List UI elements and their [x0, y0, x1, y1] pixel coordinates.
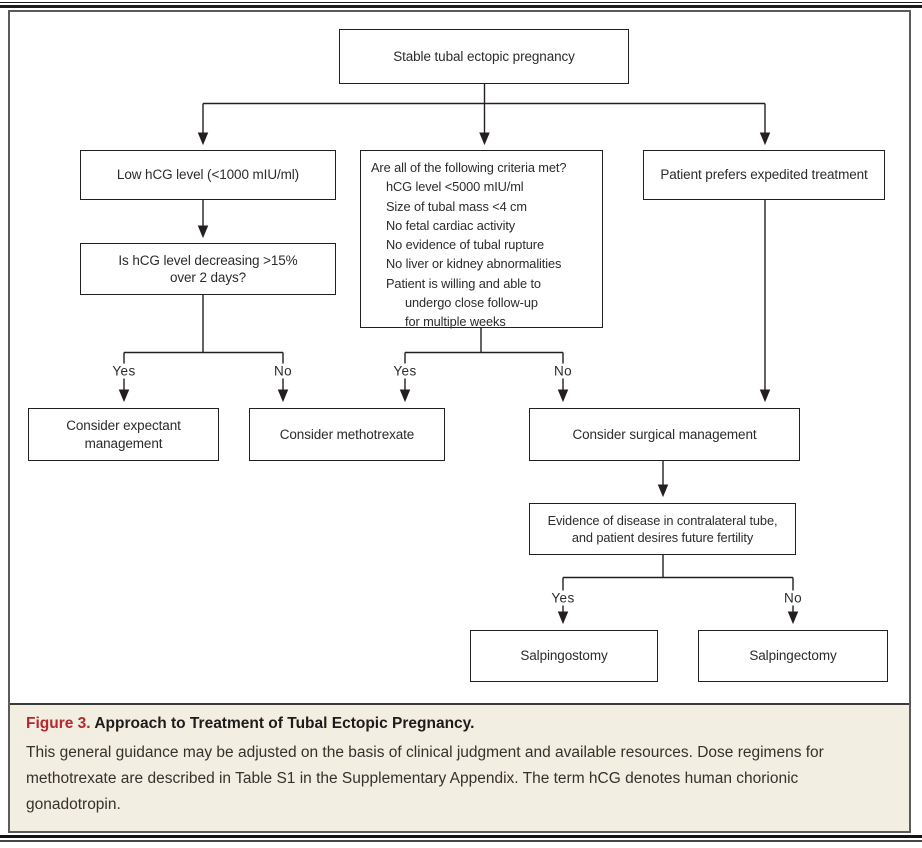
node-start: Stable tubal ectopic pregnancy: [339, 29, 629, 84]
node-surgical-management: Consider surgical management: [529, 408, 800, 461]
flowchart: Stable tubal ectopic pregnancy Low hCG l…: [28, 29, 888, 682]
edge-label-no-salpingectomy: No: [778, 590, 808, 606]
edge-label-no-surgical: No: [548, 363, 578, 379]
bottom-rule-thin: [0, 840, 922, 842]
node-criteria: Are all of the following criteria met? h…: [360, 150, 603, 329]
node-low-hcg: Low hCG level (<1000 mIU/ml): [80, 150, 336, 200]
connector-criteria-split: [405, 328, 563, 354]
top-rule-thin: [0, 2, 922, 3]
node-salpingectomy: Salpingectomy: [698, 630, 888, 682]
node-methotrexate: Consider methotrexate: [249, 408, 445, 461]
figure-caption: Figure 3. Approach to Treatment of Tubal…: [10, 703, 909, 831]
bottom-rule-thick: [0, 835, 922, 838]
edge-label-yes-salpingostomy: Yes: [546, 590, 580, 606]
connector-evidence-split: [563, 555, 793, 579]
edge-label-no-methotrexate: No: [268, 363, 298, 379]
caption-body: This general guidance may be adjusted on…: [26, 744, 824, 813]
caption-title: Figure 3. Approach to Treatment of Tubal…: [26, 715, 883, 733]
node-salpingostomy: Salpingostomy: [470, 630, 658, 682]
edge-label-yes-methotrexate: Yes: [388, 363, 422, 379]
connector-top-split: [203, 84, 765, 105]
node-evidence-contralateral: Evidence of disease in contralateral tub…: [529, 503, 796, 555]
connector-question-split: [124, 295, 283, 354]
top-rule-thick: [0, 5, 922, 8]
edge-label-yes-expectant: Yes: [107, 363, 141, 379]
figure-number-label: Figure 3.: [26, 715, 91, 732]
figure-title-text: Approach to Treatment of Tubal Ectopic P…: [94, 715, 475, 732]
node-expectant-management: Consider expectant management: [28, 408, 219, 461]
node-is-hcg-decreasing: Is hCG level decreasing >15% over 2 days…: [80, 243, 336, 295]
node-expedited: Patient prefers expedited treatment: [643, 150, 885, 200]
